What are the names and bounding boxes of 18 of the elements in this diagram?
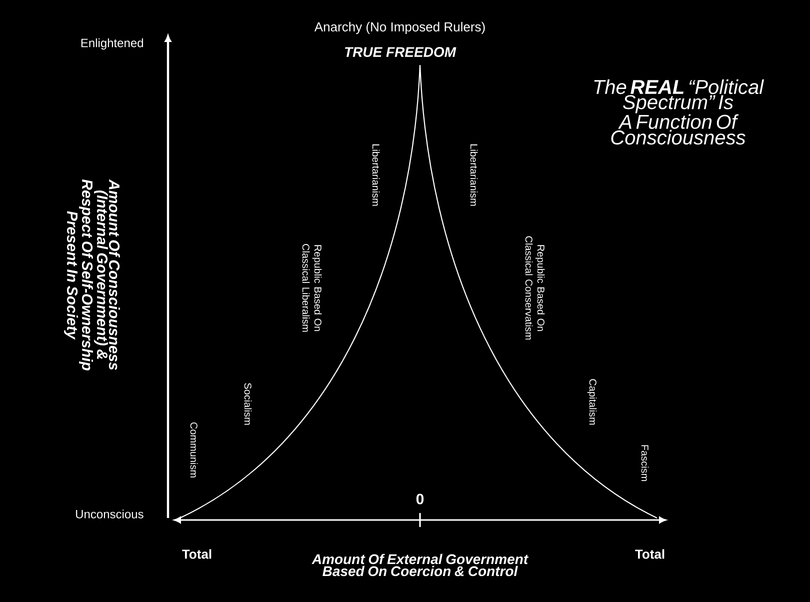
spectrum-label: Republic Based On Classical Conservatism xyxy=(525,236,545,340)
spectrum-label: Libertarianism xyxy=(470,144,478,206)
spectrum-label: Socialism xyxy=(244,383,252,425)
axis-title: Amount Of External Government Based On Coercion & Control xyxy=(312,554,529,576)
top-label: TRUE FREEDOM xyxy=(345,47,456,57)
axis-end-label: Total xyxy=(635,549,664,559)
spectrum-label: Republic Based On Classical Liberalism xyxy=(302,244,322,332)
axis-title: Amount Of Consciousness (Internal Government) & Respect Of Self-Ownership Present In Society xyxy=(64,179,120,370)
axis-end-label: Total xyxy=(182,549,212,559)
spectrum-label: Communism xyxy=(190,422,198,478)
title: The REAL “Political Spectrum” Is A Function Of Consciousness xyxy=(594,79,764,145)
spectrum-label: Capitalism xyxy=(587,379,597,425)
axis-end-label: Enlightened xyxy=(81,38,144,50)
zero-label: 0 xyxy=(416,494,424,504)
spectrum-label: Libertarianism xyxy=(372,144,380,206)
axis-end-label: Unconscious xyxy=(76,510,144,518)
top-label: Anarchy (No Imposed Rulers) xyxy=(314,22,485,34)
spectrum-label: Fascism xyxy=(641,445,649,481)
